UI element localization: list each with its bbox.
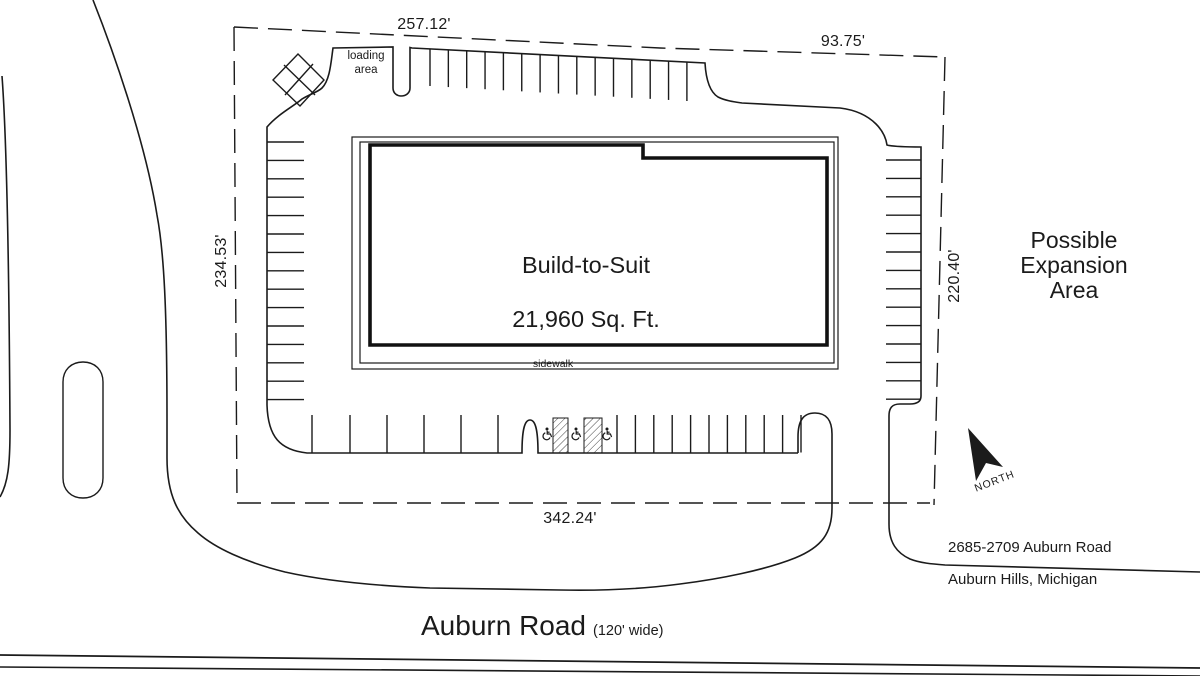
road-name: Auburn Road [421, 610, 587, 641]
sidewalk-label: sidewalk [532, 358, 574, 370]
north-arrow-icon [968, 428, 1003, 481]
wheelchair-icon [602, 426, 613, 441]
parking-lot-outline [92, 0, 922, 591]
road-width-note: (120' wide) [593, 623, 664, 639]
property-line-west [233, 26, 238, 504]
building-name: Build-to-Suit [522, 252, 650, 278]
wheelchair-icon [542, 426, 553, 441]
parking-row-west [266, 141, 304, 401]
dimension-north-east: 93.75' [820, 33, 866, 50]
road-label: Auburn Road (120' wide) [421, 610, 663, 642]
address-line1: 2685-2709 Auburn Road [948, 539, 1112, 556]
accessible-parking-zone [542, 417, 613, 454]
dumpster-pad-diamond [272, 53, 325, 108]
address-block: 2685-2709 Auburn Road Auburn Hills, Mich… [948, 524, 1168, 604]
lot-perimeter [266, 46, 922, 524]
parking-row-south-west [311, 415, 499, 453]
property-boundary [233, 26, 946, 506]
parking-row-north [429, 48, 688, 102]
building-label: Build-to-Suit 21,960 Sq. Ft. [436, 225, 736, 360]
auburn-road-north-edge-east [888, 523, 1200, 573]
building-footprint [368, 143, 829, 347]
hatched-aisle [552, 417, 569, 454]
address-line2: Auburn Hills, Michigan [948, 571, 1098, 588]
parking-row-south-east [616, 415, 802, 453]
property-line-north [233, 26, 946, 58]
auburn-road-south-edge-1 [0, 654, 1200, 669]
side-road [0, 75, 104, 499]
sidewalk-outline [351, 136, 839, 370]
hatched-aisle [583, 417, 603, 454]
dimension-south: 342.24' [543, 510, 597, 527]
dimension-north-west: 257.12' [397, 16, 451, 33]
side-road-median-island [62, 361, 104, 499]
building-area: 21,960 Sq. Ft. [512, 306, 660, 332]
dimension-west: 234.53' [213, 234, 230, 288]
lot-southwest-sweep [92, 0, 833, 591]
side-road-west-edge [0, 75, 11, 498]
auburn-road-south-edge-2 [0, 666, 1200, 676]
property-line-east [933, 56, 946, 506]
auburn-road-edges [0, 523, 1200, 676]
parking-row-east [886, 159, 921, 400]
dimension-east: 220.40' [946, 249, 963, 303]
loading-area-label: loading area [347, 50, 385, 76]
wheelchair-icon [571, 426, 582, 441]
expansion-area-label: Possible Expansion Area [1020, 227, 1128, 303]
